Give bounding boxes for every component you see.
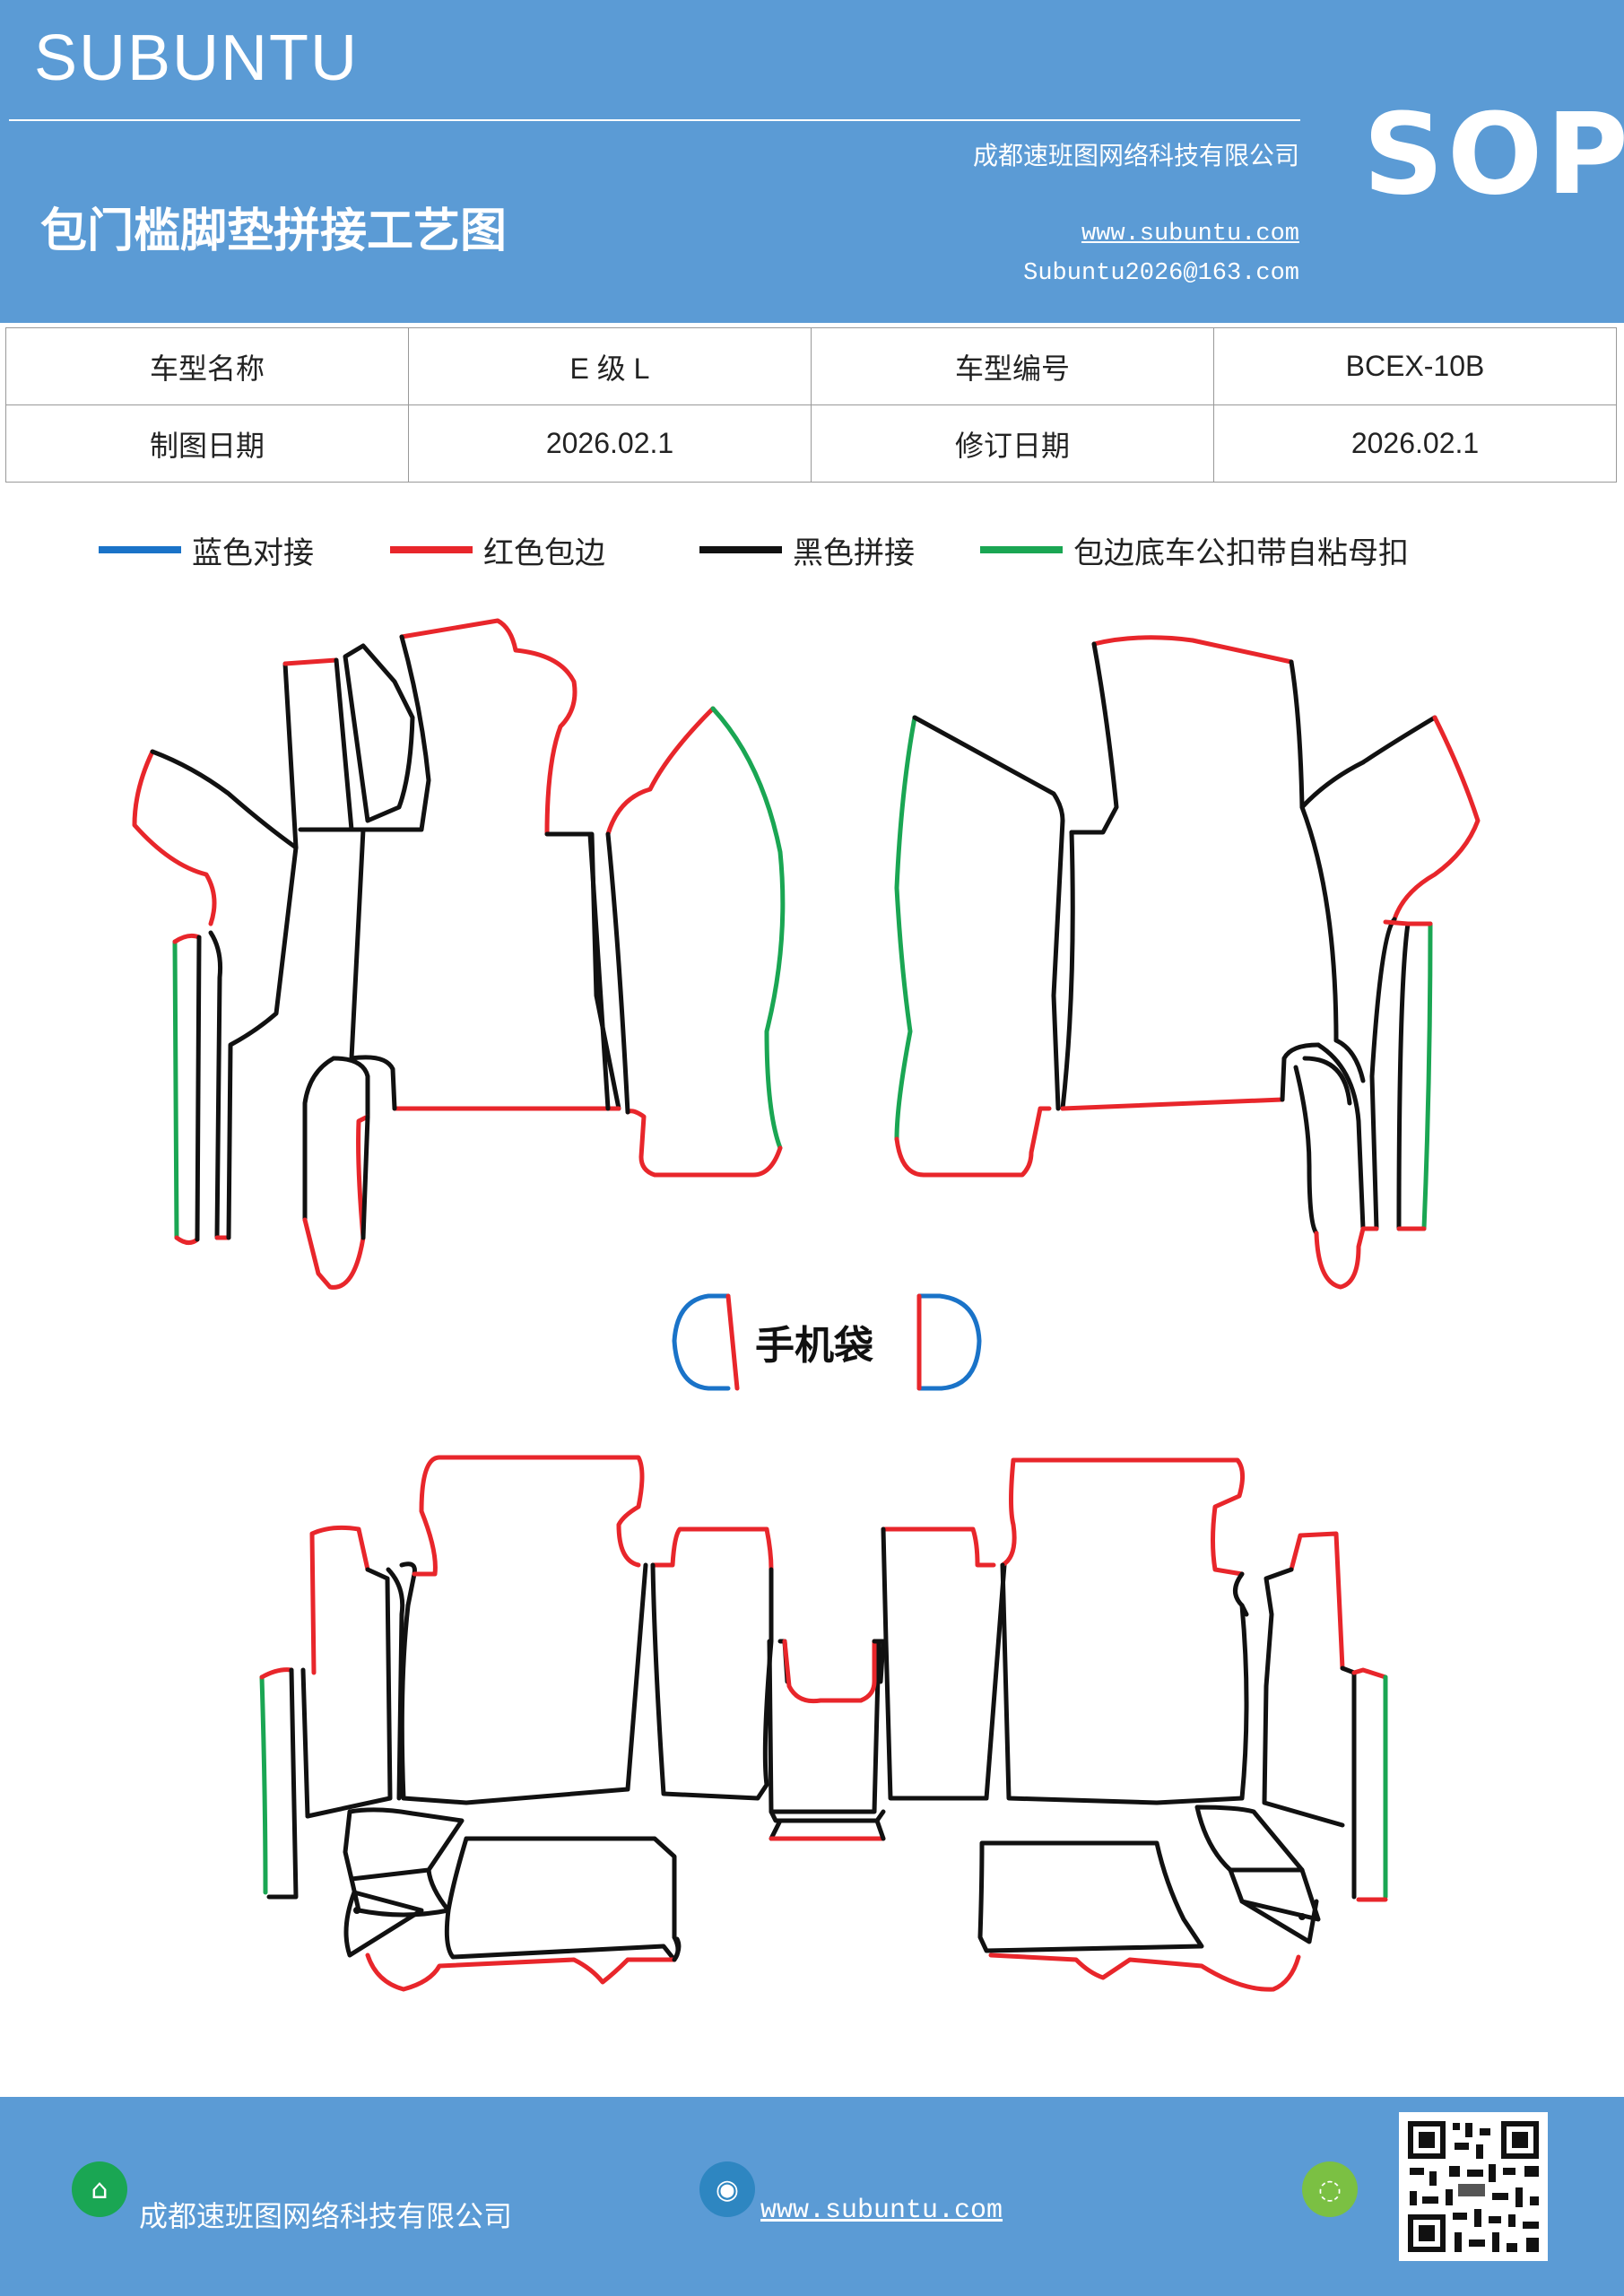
draw-date-value: 2026.02.1 — [408, 404, 812, 483]
legend-item-black: 黑色拼接 — [699, 527, 915, 572]
footer-banner: ⌂ 成都速班图网络科技有限公司 ◉ www.subuntu.com ◌ — [0, 2097, 1624, 2296]
legend-label: 包边底车公扣带自粘母扣 — [1073, 535, 1409, 571]
sop-badge: SOP — [1363, 90, 1624, 220]
rear-mat-group — [259, 1455, 1388, 1992]
legend-swatch-blue — [99, 546, 181, 553]
legend-item-green: 包边底车公扣带自粘母扣 — [980, 527, 1409, 572]
draw-date-label: 制图日期 — [5, 404, 409, 483]
header-website-link[interactable]: www.subuntu.com — [1081, 221, 1299, 248]
legend-label: 红色包边 — [483, 535, 605, 571]
model-code-value: BCEX-10B — [1213, 327, 1617, 405]
header-divider — [9, 119, 1300, 121]
legend-item-blue: 蓝色对接 — [99, 527, 314, 572]
footer-website-link[interactable]: www.subuntu.com — [760, 2196, 1003, 2226]
front-left-mat-group — [132, 618, 786, 1290]
table-row: 车型名称 E 级 L 车型编号 BCEX-10B — [5, 327, 1617, 405]
revise-date-value: 2026.02.1 — [1213, 404, 1617, 483]
wechat-icon: ◌ — [1302, 2161, 1358, 2217]
revise-date-label: 修订日期 — [811, 404, 1214, 483]
brand-logo-text: SUBUNTU — [34, 22, 360, 94]
legend-item-red: 红色包边 — [390, 527, 605, 572]
footer-company-name: 成都速班图网络科技有限公司 — [139, 2199, 513, 2233]
legend-swatch-red — [390, 546, 473, 553]
legend-label: 蓝色对接 — [192, 535, 314, 571]
header-banner: SUBUNTU 包门槛脚垫拼接工艺图 成都速班图网络科技有限公司 www.sub… — [0, 0, 1624, 323]
building-icon: ⌂ — [72, 2161, 127, 2217]
globe-icon: ◉ — [699, 2161, 755, 2217]
phone-pocket-pieces — [672, 1293, 982, 1391]
table-row: 制图日期 2026.02.1 修订日期 2026.02.1 — [5, 404, 1617, 483]
floor-mat-diagram: 手机袋 — [132, 618, 1481, 1992]
model-code-label: 车型编号 — [811, 327, 1214, 405]
page-title: 包门槛脚垫拼接工艺图 — [40, 204, 508, 258]
qr-code-image — [1399, 2112, 1548, 2261]
legend-label: 黑色拼接 — [793, 535, 915, 571]
legend-swatch-green — [980, 546, 1063, 553]
header-company-name: 成都速班图网络科技有限公司 — [972, 141, 1299, 170]
info-table: 车型名称 E 级 L 车型编号 BCEX-10B 制图日期 2026.02.1 … — [5, 327, 1617, 483]
legend-swatch-black — [699, 546, 782, 553]
phone-pocket-label: 手机袋 — [755, 1323, 873, 1369]
model-name-value: E 级 L — [408, 327, 812, 405]
model-name-label: 车型名称 — [5, 327, 409, 405]
front-right-mat-group — [894, 635, 1481, 1290]
header-email: Subuntu2026@163.com — [1023, 260, 1299, 287]
